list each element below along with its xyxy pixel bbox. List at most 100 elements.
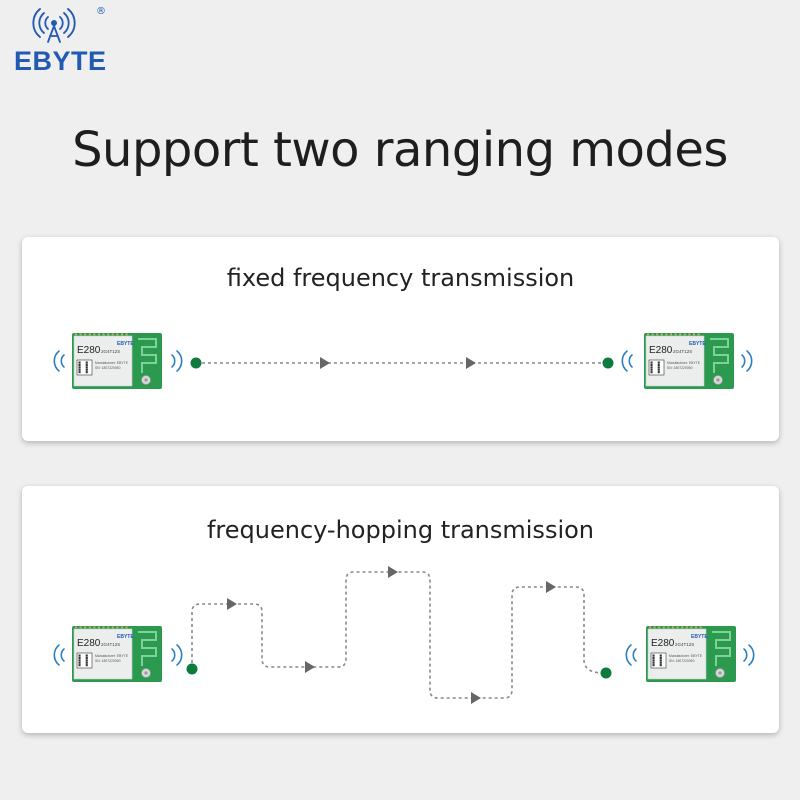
arrow-icon [466, 357, 476, 369]
arrow-icon [471, 692, 481, 704]
module-pad [79, 333, 82, 336]
module-pad [102, 333, 105, 336]
module-label-line: Manufacturer: EBYTE [669, 654, 703, 658]
module-pad [688, 333, 691, 336]
module-pad [88, 626, 91, 629]
module-label-line: Manufacturer: EBYTE [95, 361, 129, 365]
module-pad [697, 333, 700, 336]
qr-cell [657, 366, 660, 369]
qr-cell [78, 363, 81, 366]
arrow-icon [546, 581, 556, 593]
module-pad [685, 626, 688, 629]
module-pad [681, 626, 684, 629]
module-pad [667, 626, 670, 629]
module-label-line: SN: 1807220050 [95, 366, 121, 370]
module-brand: EBYTE [117, 341, 134, 347]
qr-cell [659, 656, 662, 659]
qr-cell [650, 368, 653, 371]
qr-cell [85, 371, 88, 374]
module-model: E280 [651, 638, 675, 649]
qr-cell [659, 654, 662, 657]
arrow-icon [320, 357, 330, 369]
arrow-icon [305, 661, 315, 673]
module-pad [665, 333, 668, 336]
signal-waves-right-icon [171, 350, 183, 372]
ufl-connector-center [716, 378, 720, 382]
arrow-icon [227, 598, 237, 610]
module-pad [693, 333, 695, 336]
module-pad [647, 333, 649, 336]
qr-cell [85, 659, 88, 662]
qr-code [76, 359, 93, 376]
qr-cell [657, 363, 660, 366]
qr-cell [657, 371, 660, 374]
ufl-connector-center [718, 671, 722, 675]
module-part: 2G4T12S [675, 642, 694, 647]
antenna-trace [710, 338, 729, 373]
signal-waves-right-icon [743, 644, 755, 666]
arrow-icon [388, 566, 398, 578]
qr-cell [652, 654, 655, 657]
antenna-logo-icon [32, 8, 76, 43]
qr-cell [650, 371, 653, 374]
ufl-connector-center [144, 378, 148, 382]
qr-code [76, 652, 93, 669]
module-pad [649, 626, 651, 629]
module-pad [79, 626, 82, 629]
module-pad [116, 333, 119, 336]
registered-mark: ® [96, 6, 106, 17]
qr-cell [78, 659, 81, 662]
module-label-line: Manufacturer: EBYTE [95, 654, 129, 658]
qr-cell [85, 366, 88, 369]
module-pad [111, 626, 114, 629]
qr-cell [652, 659, 655, 662]
module-pad [125, 333, 128, 336]
qr-cell [659, 659, 662, 662]
module-pad [93, 626, 96, 629]
qr-cell [78, 656, 81, 659]
fixed-frequency-path [190, 357, 614, 369]
signal-waves-left-icon [621, 350, 633, 372]
frequency-hopping-title: frequency-hopping transmission [206, 516, 595, 544]
module-model: E280 [649, 345, 673, 356]
module-model: E280 [77, 345, 101, 356]
module-part: 2G4T12S [101, 349, 120, 354]
path-line [191, 571, 605, 699]
module-pad [107, 333, 110, 336]
module-pad [88, 333, 91, 336]
module-brand: EBYTE [691, 634, 708, 640]
module-pad [125, 626, 128, 629]
module-pad [656, 333, 659, 336]
module-pad [107, 626, 110, 629]
module-pad [653, 626, 656, 629]
endpoint-dot [600, 667, 612, 679]
module-pad [75, 626, 77, 629]
qr-cell [85, 664, 88, 667]
module-label-line: SN: 1807220050 [95, 659, 121, 663]
signal-waves-right-icon [171, 644, 183, 666]
qr-cell [652, 664, 655, 667]
module-pad [672, 626, 674, 629]
qr-cell [78, 654, 81, 657]
antenna-trace [138, 631, 157, 666]
signal-waves-left-icon [625, 644, 637, 666]
endpoint-dot [190, 357, 202, 369]
page-title: Support two ranging modes [72, 122, 728, 178]
qr-cell [78, 661, 81, 664]
module-label-line: Manufacturer: EBYTE [667, 361, 701, 365]
module-pad [676, 626, 679, 629]
antenna-trace [138, 338, 157, 373]
module-brand: EBYTE [117, 634, 134, 640]
module-pad [111, 333, 114, 336]
signal-waves-left-icon [53, 644, 65, 666]
qr-code [648, 359, 665, 376]
module-pad [121, 333, 123, 336]
module-pad [674, 333, 677, 336]
qr-cell [657, 368, 660, 371]
qr-cell [85, 361, 88, 364]
module-brand: EBYTE [689, 341, 706, 347]
